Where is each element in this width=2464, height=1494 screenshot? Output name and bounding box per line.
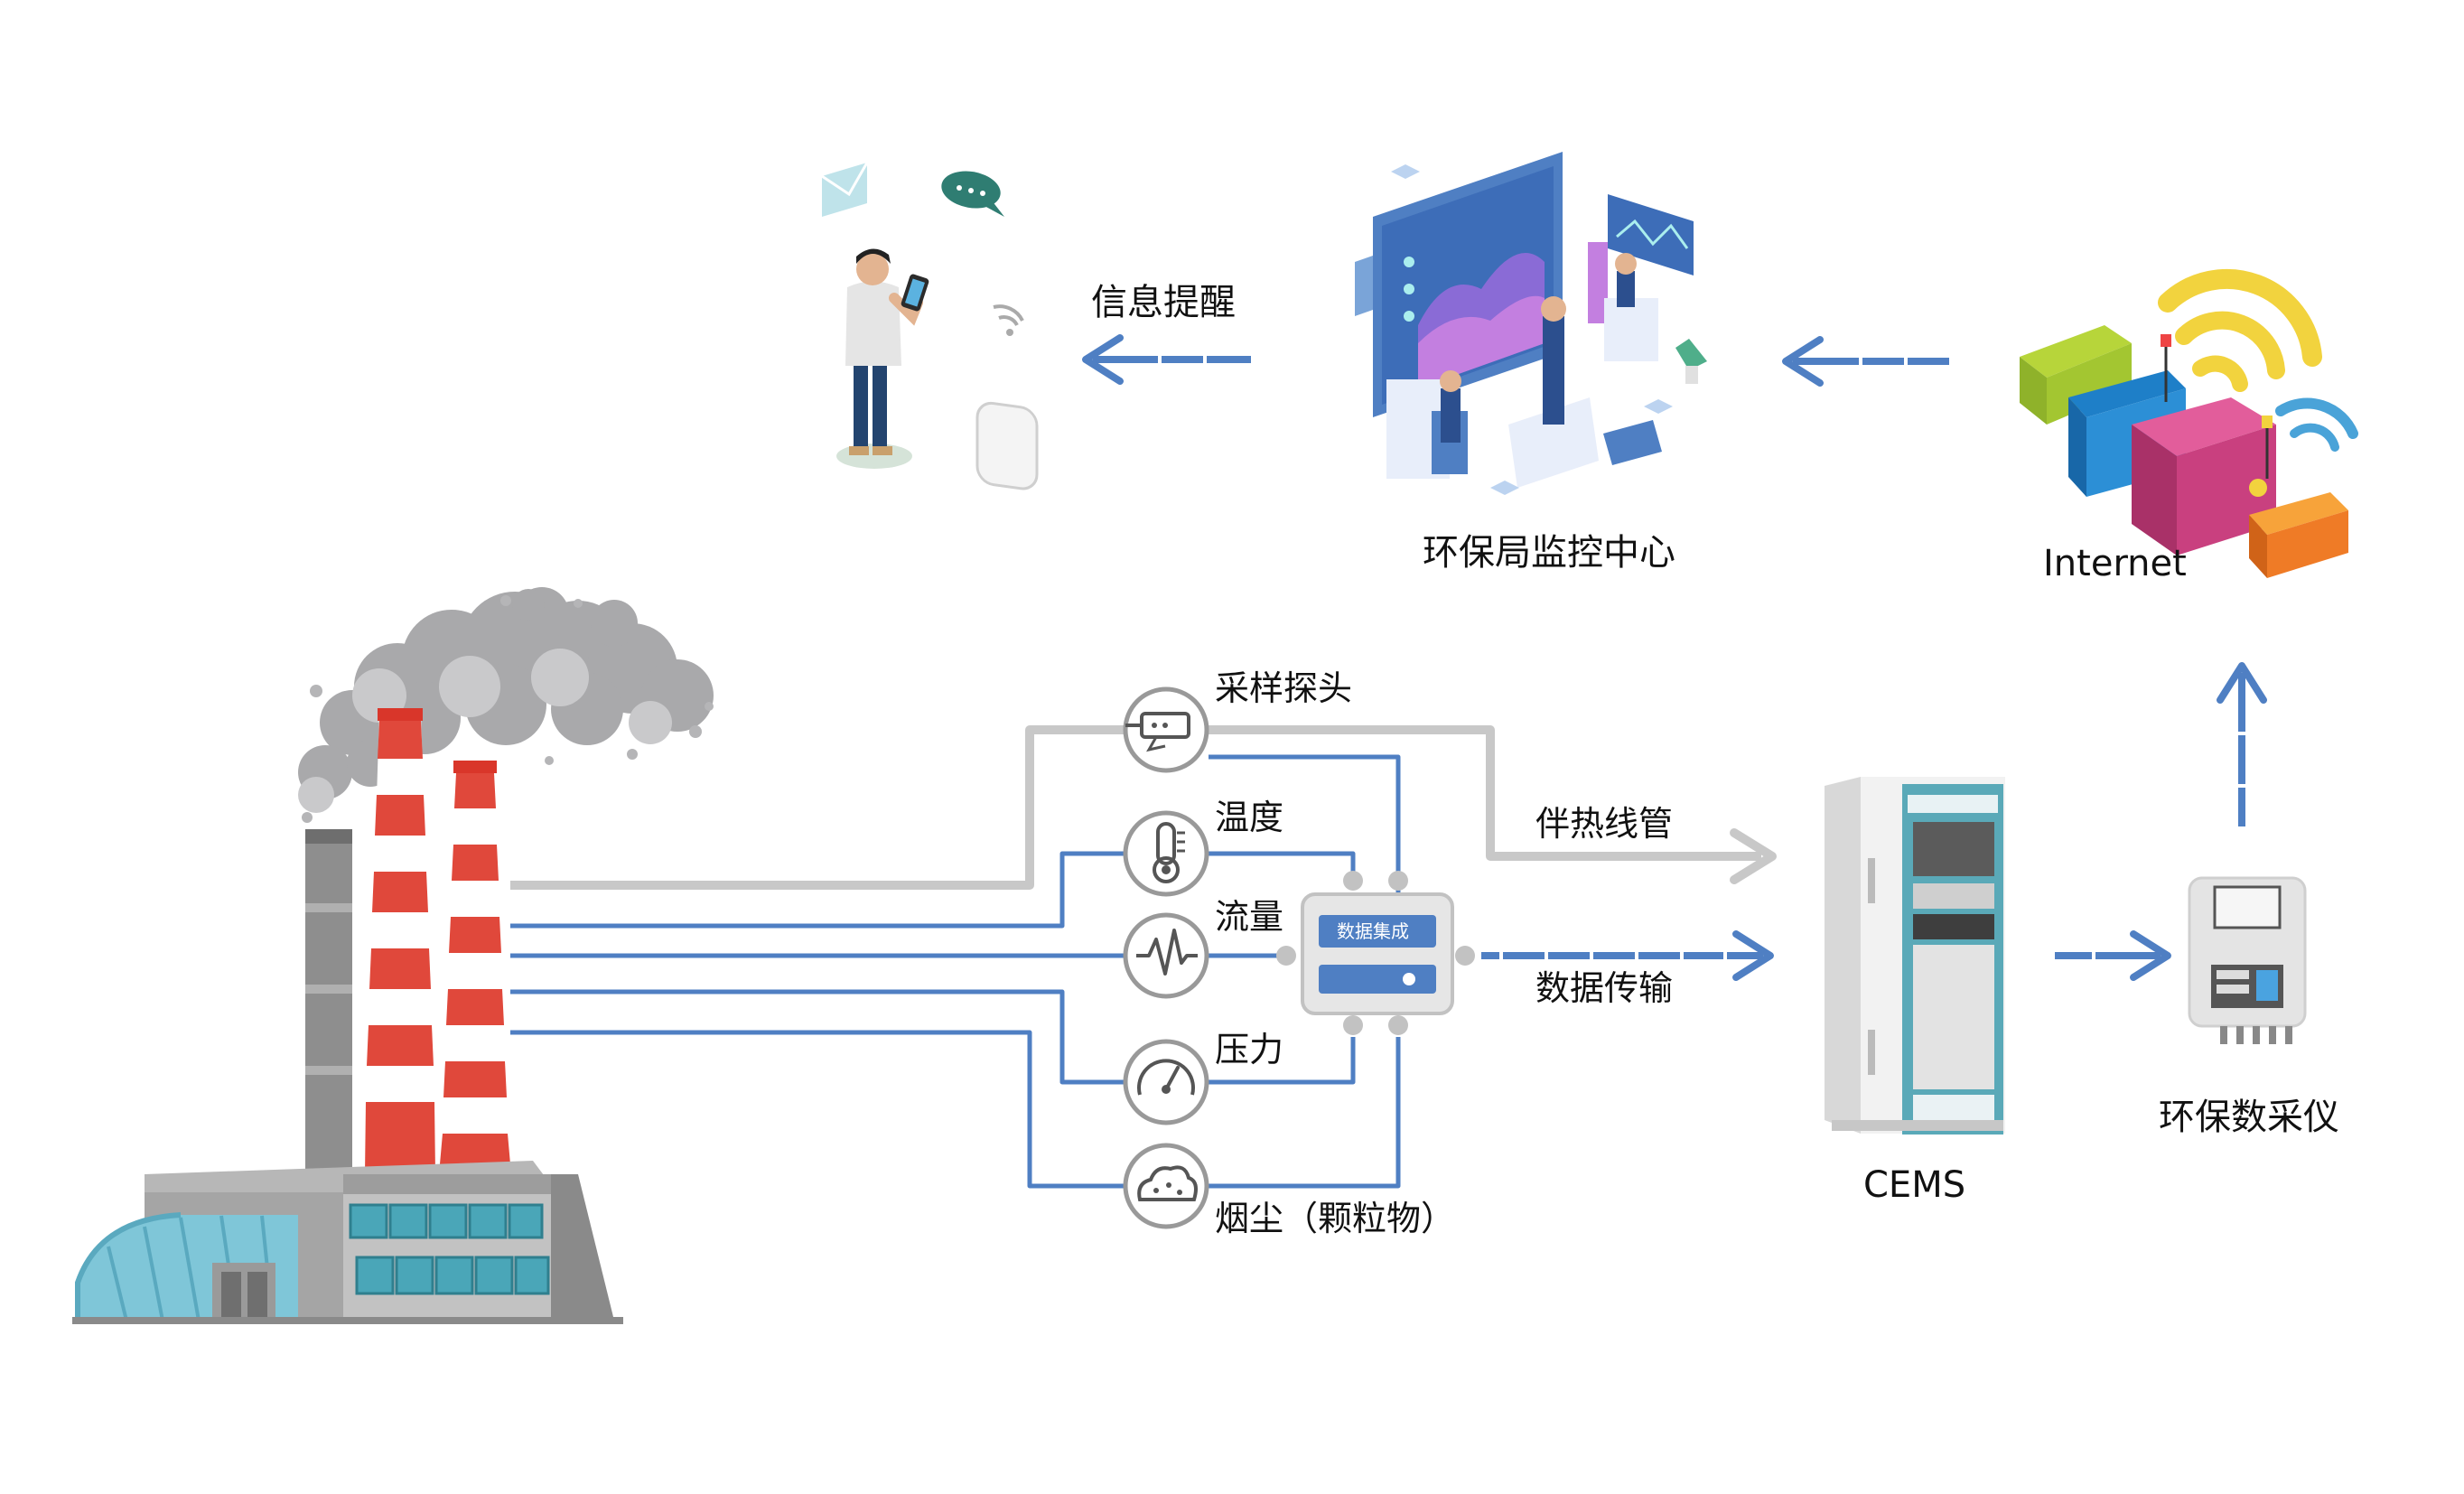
heated-line-label: 伴热线管 [1535,804,1673,844]
thermometer-icon [1123,810,1209,897]
factory-illustration [72,587,714,1324]
internet-label: Internet [2043,543,2187,584]
info-alert-label: 信息提醒 [1091,282,1236,323]
collector-label: 环保数采仪 [2159,1097,2339,1138]
internet-illustration [2020,268,2358,578]
epb-center-label: 环保局监控中心 [1423,532,1675,574]
heated-line [1209,725,1761,861]
probe-icon [1123,686,1209,773]
temperature-line [510,851,1125,929]
cems-cabinet [1825,777,2005,1135]
temperature-label: 温度 [1215,798,1283,837]
data-integration-label: 数据集成 [1337,920,1409,942]
dust-label: 烟尘（颗粒物） [1215,1199,1455,1238]
flow-label: 流量 [1215,897,1283,937]
pressure-line [510,989,1125,1085]
cems-label: CEMS [1863,1164,1965,1206]
sampling-line [510,725,1125,890]
connection-lines [510,334,2267,1189]
chimney-left [365,708,435,1174]
user-with-tablet-illustration [836,248,929,469]
data-collector-device [2188,876,2307,1044]
pressure-label: 压力 [1215,1030,1283,1069]
chimney-right [439,761,511,1174]
sampling-probe-label: 采样探头 [1215,668,1352,708]
wifi-card-icon [975,304,1039,490]
waveform-icon [1123,912,1209,999]
data-integration-module [1276,871,1475,1035]
chat-bubble-icon [941,171,1004,217]
data-transfer-label: 数据传输 [1535,968,1673,1008]
mail-icon [821,162,869,217]
dust-line [510,1030,1125,1189]
epb-monitoring-illustration [1355,152,1707,495]
gauge-icon [1123,1039,1209,1125]
dust-cloud-icon [1123,1143,1209,1229]
